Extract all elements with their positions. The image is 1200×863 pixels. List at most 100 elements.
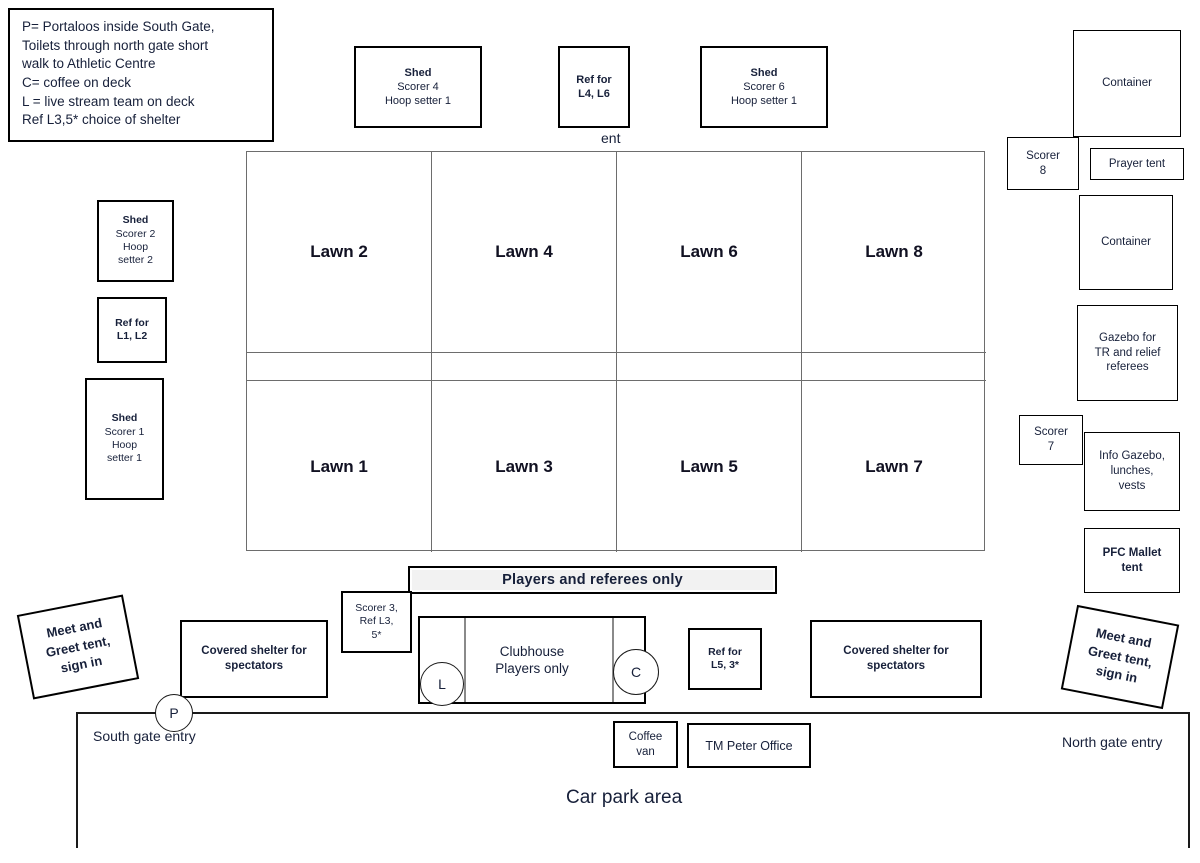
legend-line-4: C= coffee on deck [22, 74, 131, 90]
lawn-5-cell[interactable]: Lawn 5 [680, 456, 738, 476]
shed-1-title: Shed [111, 412, 138, 425]
pfc-mallet-line-2: tent [1121, 561, 1143, 574]
car-park-area-label: Car park area [566, 787, 683, 808]
lawn-6-cell[interactable]: Lawn 6 [680, 242, 738, 261]
map-legend: P= Portaloos inside South Gate, Toilets … [8, 8, 274, 142]
ref-l4-l6-line-2: L4, L6 [578, 88, 610, 100]
info-gazebo-line-2: lunches, [1110, 465, 1154, 478]
shed-6-scorer: Scorer 6 [743, 80, 785, 93]
legend-line-5: L = live stream team on deck [22, 93, 195, 109]
info-gazebo-line-3: vests [1118, 479, 1146, 492]
ref-l5-3-line-2: L5, 3* [710, 659, 739, 671]
site-boundary-right-line [1188, 712, 1190, 848]
scorer-3-ref-l3-box[interactable]: Scorer 3, Ref L3, 5* [341, 591, 412, 653]
shed-scorer-2-box[interactable]: Shed Scorer 2 Hoop setter 2 [97, 200, 174, 282]
tm-peter-office-box[interactable]: TM Peter Office [687, 723, 811, 768]
scorer-7-box[interactable]: Scorer 7 [1019, 415, 1083, 465]
coffee-van-box[interactable]: Coffee van [613, 721, 678, 768]
north-gate-entry-label: North gate entry [1062, 734, 1163, 750]
scorer-3-line-2: Ref L3, [359, 615, 394, 628]
ref-l1-l2-box[interactable]: Ref for L1, L2 [97, 297, 167, 363]
lawn-grid: Lawn 2 Lawn 4 Lawn 6 Lawn 8 Lawn 1 Lawn … [246, 151, 986, 552]
shelter-right-line-1: Covered shelter for [843, 645, 949, 658]
scorer-8-box[interactable]: Scorer 8 [1007, 137, 1079, 190]
info-gazebo-box[interactable]: Info Gazebo, lunches, vests [1084, 432, 1180, 511]
container-mid-box[interactable]: Container [1079, 195, 1173, 290]
ref-l4-l6-box[interactable]: Ref for L4, L6 [558, 46, 630, 128]
ref-l5-3-box[interactable]: Ref for L5, 3* [688, 628, 762, 690]
shed-4-scorer: Scorer 4 [397, 80, 439, 93]
pfc-mallet-line-1: PFC Mallet [1102, 546, 1162, 559]
shed-scorer-6-box[interactable]: Shed Scorer 6 Hoop setter 1 [700, 46, 828, 128]
scorer-7-line-2: 7 [1047, 441, 1055, 453]
scorer-7-line-1: Scorer [1034, 426, 1068, 439]
scorer-8-line-2: 8 [1039, 164, 1047, 177]
legend-line-1: P= Portaloos inside South Gate, [22, 19, 215, 34]
coffee-van-line-2: van [636, 745, 655, 758]
ref-l4-l6-line-1: Ref for [576, 73, 612, 86]
lawn-grid-hline-2 [247, 380, 986, 381]
shed-4-hoop-setter: Hoop setter 1 [384, 95, 452, 108]
ref-l5-3-line-1: Ref for [708, 645, 742, 658]
shed-1-hoop: Hoop [111, 439, 138, 451]
tm-peter-office-label: TM Peter Office [705, 738, 793, 753]
shed-1-setter: setter 1 [106, 452, 143, 465]
prayer-tent-label: Prayer tent [1108, 157, 1166, 170]
covered-shelter-right-box[interactable]: Covered shelter for spectators [810, 620, 982, 698]
info-gazebo-line-1: Info Gazebo, [1099, 450, 1165, 463]
shed-2-setter: setter 2 [117, 254, 154, 267]
clubhouse-divider-right [612, 618, 614, 702]
container-top-box[interactable]: Container [1073, 30, 1181, 137]
shelter-left-line-2: spectators [224, 660, 284, 672]
meet-and-greet-tent-right[interactable]: Meet and Greet tent, sign in [1060, 604, 1180, 710]
entrance-label: ent [601, 130, 621, 146]
scorer-3-line-3: 5* [371, 628, 382, 641]
lawn-8-cell[interactable]: Lawn 8 [865, 242, 923, 261]
gazebo-tr-line-1: Gazebo for [1099, 331, 1156, 344]
container-top-label: Container [1102, 77, 1152, 90]
legend-line-6: Ref L3,5* choice of shelter [22, 112, 181, 128]
lawn-1-cell[interactable]: Lawn 1 [310, 456, 368, 476]
container-mid-label: Container [1101, 236, 1151, 249]
gazebo-tr-relief-referees-box[interactable]: Gazebo for TR and relief referees [1077, 305, 1178, 401]
lawn-grid-hline-1 [247, 352, 986, 353]
coffee-circle-c[interactable]: C [613, 649, 659, 695]
scorer-3-line-1: Scorer 3, [355, 601, 398, 614]
lawn-7-cell[interactable]: Lawn 7 [865, 456, 923, 476]
players-banner-label: Players and referees only [412, 570, 773, 590]
ref-l1-l2-line-1: Ref for [115, 316, 149, 329]
clubhouse-subtitle: Players only [495, 661, 569, 676]
pfc-mallet-tent-box[interactable]: PFC Mallet tent [1084, 528, 1180, 593]
live-stream-circle-l[interactable]: L [420, 662, 464, 706]
players-and-referees-only-banner: Players and referees only [408, 566, 777, 594]
scorer-8-line-1: Scorer [1026, 149, 1060, 162]
shelter-right-line-2: spectators [866, 660, 926, 672]
site-boundary-top-line [76, 712, 1190, 714]
lawn-4-cell[interactable]: Lawn 4 [495, 242, 553, 261]
portaloo-circle-p[interactable]: P [155, 694, 193, 732]
covered-shelter-left-box[interactable]: Covered shelter for spectators [180, 620, 328, 698]
coffee-van-line-1: Coffee [628, 730, 663, 743]
shed-scorer-1-box[interactable]: Shed Scorer 1 Hoop setter 1 [85, 378, 164, 500]
shelter-left-line-1: Covered shelter for [201, 645, 307, 658]
gazebo-tr-line-2: TR and relief [1094, 346, 1161, 359]
shed-6-hoop-setter: Hoop setter 1 [730, 95, 798, 108]
lawn-3-cell[interactable]: Lawn 3 [495, 456, 553, 476]
clubhouse-divider-left [464, 618, 466, 702]
meet-and-greet-tent-left[interactable]: Meet and Greet tent, sign in [16, 594, 140, 700]
shed-scorer-4-box[interactable]: Shed Scorer 4 Hoop setter 1 [354, 46, 482, 128]
shed-6-title: Shed [750, 66, 778, 79]
ref-l1-l2-line-2: L1, L2 [116, 330, 148, 342]
site-boundary-left-line [76, 712, 78, 848]
legend-line-3: walk to Athletic Centre [22, 56, 156, 72]
south-gate-entry-label: South gate entry [93, 728, 196, 744]
lawn-2-cell[interactable]: Lawn 2 [310, 242, 368, 261]
prayer-tent-box[interactable]: Prayer tent [1090, 148, 1184, 180]
tent-left-line-3: sign in [59, 653, 104, 676]
shed-2-scorer: Scorer 2 [115, 227, 156, 240]
legend-line-2: Toilets through north gate short [22, 37, 209, 53]
shed-4-title: Shed [404, 66, 432, 79]
shed-2-hoop: Hoop [122, 241, 149, 253]
clubhouse-title: Clubhouse [499, 643, 565, 659]
